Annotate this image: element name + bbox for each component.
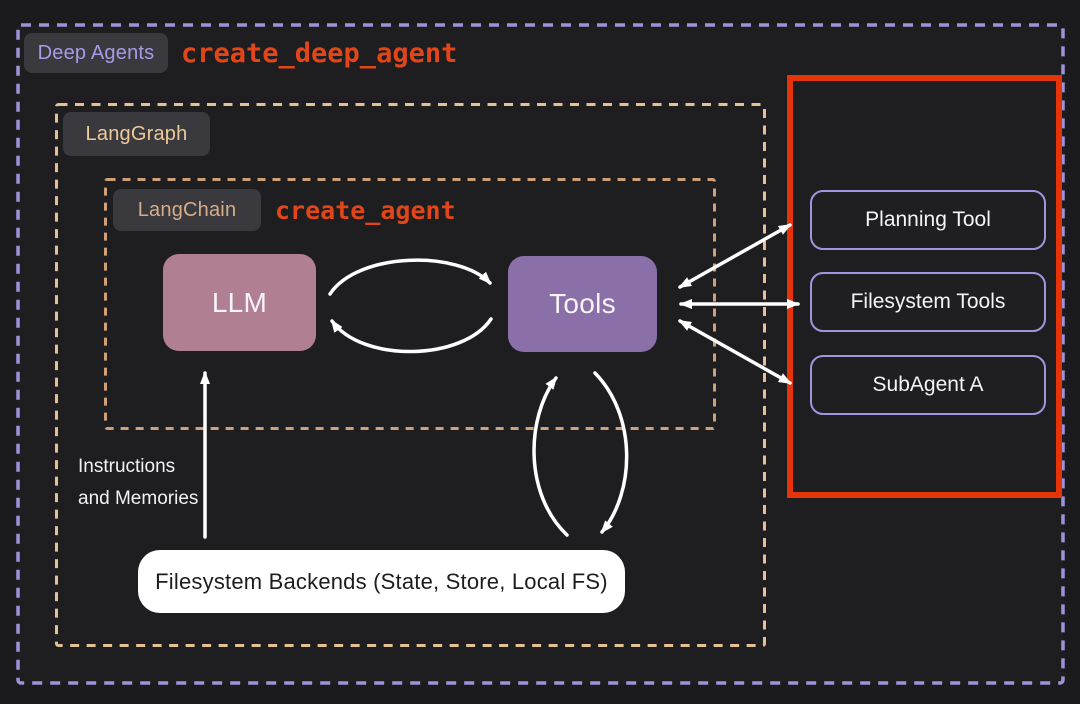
arrow-backends-to-tools (532, 376, 569, 537)
instructions-memories-label: Instructions and Memories (78, 451, 198, 515)
arrow-llm-to-tools (328, 258, 492, 296)
arrow-tools-subagent (678, 319, 792, 385)
planning-tool-box: Planning Tool (810, 190, 1046, 250)
subagent-box: SubAgent A (810, 355, 1046, 415)
instructions-line-2: and Memories (78, 488, 199, 509)
arrow-tools-to-backends (593, 371, 629, 534)
deep-agents-dashed-border (16, 23, 1065, 685)
arrow-tools-planning-tool (678, 223, 792, 289)
filesystem-tools-box: Filesystem Tools (810, 272, 1046, 332)
langgraph-badge: LangGraph (63, 112, 210, 156)
arrow-tools-to-llm (330, 317, 493, 354)
tools-node: Tools (508, 256, 657, 352)
create-agent-title: create_agent (275, 195, 456, 225)
deep-agents-badge: Deep Agents (24, 33, 168, 73)
create-deep-agent-title: create_deep_agent (181, 37, 458, 69)
langchain-badge: LangChain (113, 189, 261, 231)
filesystem-backends-node: Filesystem Backends (State, Store, Local… (138, 550, 625, 613)
llm-node: LLM (163, 254, 316, 351)
langchain-dashed-border (104, 178, 716, 430)
instructions-line-1: Instructions (78, 456, 176, 477)
